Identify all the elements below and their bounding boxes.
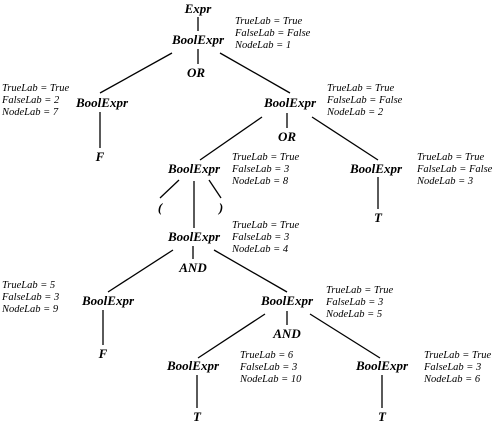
node-label-b2: BoolExpr [263,95,317,110]
edge-b8-rparen [208,179,222,199]
node-label-f1: F [95,149,105,164]
node-label-lparen: ( [158,200,164,215]
node-label-and1: AND [178,260,207,275]
edge-b1-b2 [219,52,291,94]
node-label-b4: BoolExpr [167,229,221,244]
attr-line-b1-1: FalseLab = False [234,28,311,39]
node-label-b6: BoolExpr [355,358,409,373]
attr-line-b1-0: TrueLab = True [235,16,303,27]
attr-line-b4-1: FalseLab = 3 [231,232,289,243]
attr-line-b8-1: FalseLab = 3 [231,164,289,175]
attr-line-b1-2: NodeLab = 1 [234,40,291,51]
edge-b8-lparen [159,179,180,199]
attr-line-b9-1: FalseLab = 3 [1,292,59,303]
attr-line-b10-0: TrueLab = 6 [240,350,294,361]
attr-line-b5-0: TrueLab = True [326,285,394,296]
tree-node-labels: ExprBoolExprORBoolExprFBoolExprORBoolExp… [75,1,409,423]
attr-line-b2-0: TrueLab = True [327,83,395,94]
attr-line-b3-0: TrueLab = True [417,152,485,163]
node-label-b1: BoolExpr [171,32,225,47]
attr-line-b3-1: FalseLab = False [416,164,493,175]
node-label-expr: Expr [184,1,213,16]
node-label-or1: OR [187,65,205,80]
node-label-or2: OR [278,129,296,144]
attr-line-b6-0: TrueLab = True [424,350,492,361]
edge-b4-b5 [213,249,288,293]
attr-line-b2-2: NodeLab = 2 [326,107,384,118]
attr-line-b3-2: NodeLab = 3 [416,176,473,187]
attr-line-b6-1: FalseLab = 3 [423,362,481,373]
node-label-b9: BoolExpr [81,293,135,308]
node-label-t2: T [193,409,202,423]
edge-b4-b9 [107,249,174,293]
attr-line-b8-0: TrueLab = True [232,152,300,163]
node-label-b8: BoolExpr [167,161,221,176]
attr-line-b8-2: NodeLab = 8 [231,176,289,187]
attr-line-b9-0: TrueLab = 5 [2,280,55,291]
attr-line-b5-1: FalseLab = 3 [325,297,383,308]
node-label-rparen: ) [218,200,223,215]
attr-line-b4-0: TrueLab = True [232,220,300,231]
edge-b2-b8 [199,116,263,161]
node-label-f2: F [98,346,108,361]
node-label-b5: BoolExpr [260,293,314,308]
attr-line-b7-2: NodeLab = 7 [1,107,59,118]
edge-b5-b6 [309,313,381,359]
attr-line-b9-2: NodeLab = 9 [1,304,59,315]
attr-line-b10-1: FalseLab = 3 [239,362,297,373]
node-label-b7: BoolExpr [75,95,129,110]
node-label-b10: BoolExpr [166,358,220,373]
node-label-t1: T [374,210,383,225]
edge-b1-b7 [99,52,173,94]
node-label-and2: AND [272,326,301,341]
attr-line-b5-2: NodeLab = 5 [325,309,382,320]
attr-line-b6-2: NodeLab = 6 [423,374,481,385]
edge-b2-b3 [311,116,379,161]
attr-line-b2-1: FalseLab = False [326,95,403,106]
node-label-t3: T [378,409,387,423]
node-label-b3: BoolExpr [349,161,403,176]
attr-line-b4-2: NodeLab = 4 [231,244,289,255]
edge-b5-b10 [197,313,266,359]
attr-line-b10-2: NodeLab = 10 [239,374,302,385]
attr-line-b7-1: FalseLab = 2 [1,95,60,106]
attr-line-b7-0: TrueLab = True [2,83,70,94]
tree-edges [99,17,383,408]
